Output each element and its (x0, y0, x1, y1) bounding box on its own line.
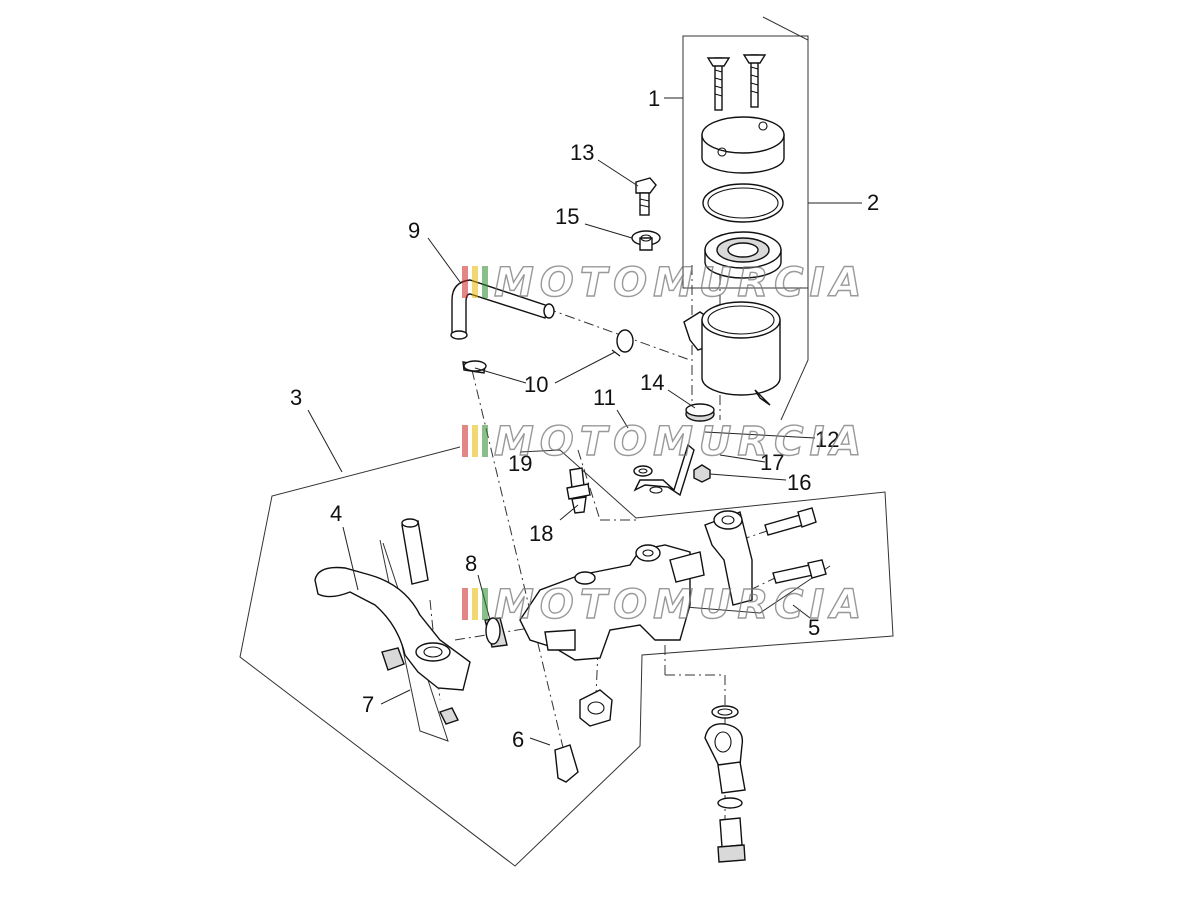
reservoir-diaphragm (704, 231, 782, 279)
watermark-text: MOTOMURCIA (494, 582, 867, 628)
watermark-logo-stripes (462, 588, 488, 620)
callout-7: 7 (362, 692, 374, 717)
watermark-middle: MOTOMURCIA (462, 418, 867, 466)
reservoir-cap-screws (706, 54, 767, 111)
lever-bushing (484, 617, 508, 648)
callout-labels: 1 2 3 4 5 6 7 8 9 10 11 12 13 14 15 16 1… (290, 86, 879, 752)
bracket-spacer (631, 230, 661, 251)
watermark-logo-stripes (462, 425, 488, 457)
watermark-logo-stripes (462, 266, 488, 298)
hose-clamps (462, 329, 634, 374)
callout-8: 8 (465, 551, 477, 576)
callout-18: 18 (529, 521, 553, 546)
callout-5: 5 (808, 615, 820, 640)
brake-lever (314, 566, 471, 725)
callout-16: 16 (787, 470, 811, 495)
callout-12: 12 (815, 427, 839, 452)
callout-6: 6 (512, 727, 524, 752)
cap-gasket (702, 183, 784, 223)
watermark-text: MOTOMURCIA (494, 419, 867, 465)
bracket-screw (635, 177, 657, 216)
group-2-outline (762, 16, 809, 421)
group-3-outline (239, 446, 894, 867)
callout-4: 4 (330, 501, 342, 526)
callout-9: 9 (408, 218, 420, 243)
callout-2: 2 (867, 190, 879, 215)
callout-11: 11 (593, 385, 616, 410)
watermark-text: MOTOMURCIA (494, 260, 867, 306)
callout-19: 19 (508, 451, 532, 476)
watermark-bottom: MOTOMURCIA (462, 581, 867, 629)
master-cylinder-body (519, 510, 753, 661)
lever-pivot-pin (401, 518, 429, 585)
reservoir-cap (701, 116, 785, 174)
callout-14: 14 (640, 370, 664, 395)
leader-lines (307, 97, 862, 746)
clamp-bolts (764, 507, 827, 584)
callout-17: 17 (760, 450, 784, 475)
watermark-top: MOTOMURCIA (462, 259, 867, 307)
reservoir-bracket (633, 443, 711, 497)
callout-1: 1 (648, 86, 660, 111)
callout-10: 10 (524, 372, 548, 397)
callout-3: 3 (290, 385, 302, 410)
callout-15: 15 (555, 204, 579, 229)
bleed-screw (566, 467, 591, 514)
reservoir-outlet-fitting (554, 689, 613, 783)
callout-13: 13 (570, 140, 594, 165)
brake-fluid-reservoir (683, 301, 781, 406)
banjo-fitting (704, 705, 746, 863)
